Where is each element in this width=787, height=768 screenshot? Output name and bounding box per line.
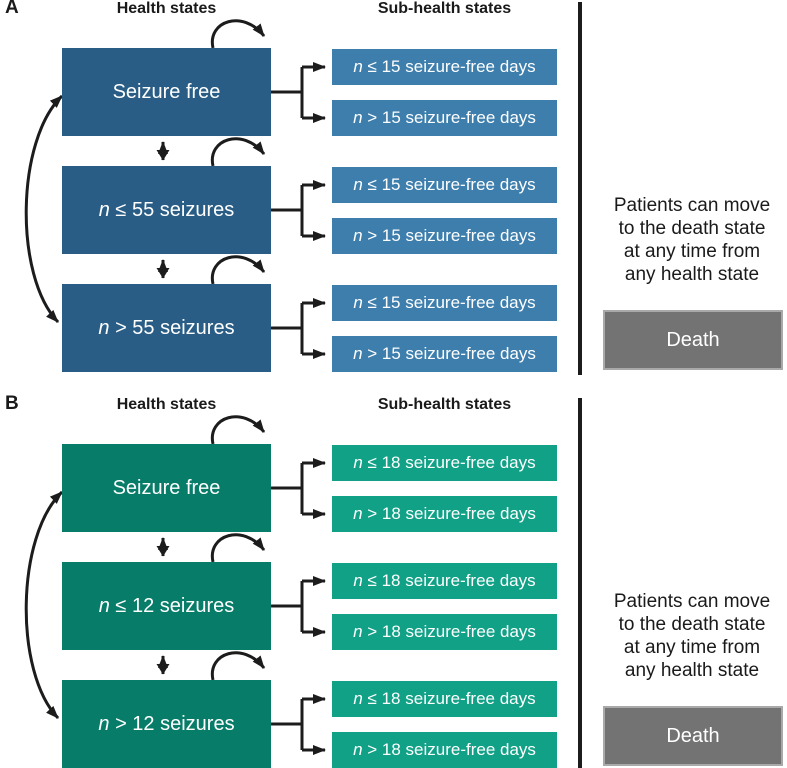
sub-health-state: n ≤ 15 seizure-free days bbox=[332, 285, 557, 321]
sub-state-label: > 18 seizure-free days bbox=[362, 622, 536, 641]
sub-state-label-italic: n bbox=[353, 57, 363, 76]
branch-connector bbox=[271, 67, 304, 118]
death-note-line: any health state bbox=[624, 660, 760, 681]
sub-state-label: > 15 seizure-free days bbox=[362, 344, 536, 363]
sub-state-label: > 18 seizure-free days bbox=[362, 504, 536, 523]
death-note-line: Patients can move bbox=[613, 591, 771, 612]
panel-a-label: A bbox=[5, 0, 19, 18]
health-state-gt-12-seizures: n > 12 seizures bbox=[62, 680, 271, 768]
death-note-line: at any time from bbox=[623, 241, 761, 262]
branch-connector bbox=[271, 303, 304, 354]
self-loop-arrow bbox=[210, 415, 266, 445]
branch-connector bbox=[271, 185, 304, 236]
state-label-italic: n bbox=[98, 594, 110, 617]
panel-b-label: B bbox=[5, 393, 19, 414]
section-divider-line bbox=[578, 2, 582, 375]
health-state-seizure-free: Seizure free bbox=[62, 48, 271, 136]
sub-state-label: ≤ 18 seizure-free days bbox=[362, 571, 536, 590]
self-loop-arrow bbox=[210, 651, 266, 681]
section-divider-line bbox=[578, 398, 582, 768]
state-label-italic: n bbox=[98, 316, 110, 339]
sub-state-label-italic: n bbox=[353, 571, 363, 590]
state-label-italic: n bbox=[98, 198, 110, 221]
state-label: > 12 seizures bbox=[109, 712, 235, 735]
sub-state-label-italic: n bbox=[353, 622, 363, 641]
sub-state-label-italic: n bbox=[353, 504, 363, 523]
sub-health-state: n > 15 seizure-free days bbox=[332, 100, 557, 136]
self-loop-arrow bbox=[210, 255, 266, 285]
death-state-box: Death bbox=[603, 310, 783, 370]
health-state-gt-55-seizures: n > 55 seizures bbox=[62, 284, 271, 372]
state-label-italic: n bbox=[98, 712, 110, 735]
branch-connector bbox=[271, 699, 304, 750]
state-label: Seizure free bbox=[112, 80, 221, 103]
sub-state-label-italic: n bbox=[353, 344, 363, 363]
death-note-line: to the death state bbox=[618, 614, 766, 635]
sub-state-label: > 15 seizure-free days bbox=[362, 226, 536, 245]
health-states-header: Health states bbox=[116, 0, 217, 17]
sub-health-states-header: Sub-health states bbox=[377, 396, 512, 413]
death-label: Death bbox=[666, 328, 720, 351]
death-note: Patients can move to the death state at … bbox=[586, 590, 787, 682]
sub-health-state: n ≤ 18 seizure-free days bbox=[332, 445, 557, 481]
sub-state-label: ≤ 15 seizure-free days bbox=[362, 175, 536, 194]
sub-state-label-italic: n bbox=[353, 293, 363, 312]
sub-health-state: n ≤ 18 seizure-free days bbox=[332, 681, 557, 717]
health-states-header: Health states bbox=[116, 396, 217, 413]
state-label: ≤ 55 seizures bbox=[109, 198, 235, 221]
sub-state-label: > 18 seizure-free days bbox=[362, 740, 536, 759]
sub-health-state: n ≤ 15 seizure-free days bbox=[332, 49, 557, 85]
sub-state-label: ≤ 15 seizure-free days bbox=[362, 57, 536, 76]
health-state-seizure-free: Seizure free bbox=[62, 444, 271, 532]
health-state-le-55-seizures: n ≤ 55 seizures bbox=[62, 166, 271, 254]
curved-bidirectional-arrow bbox=[24, 490, 64, 720]
branch-connector bbox=[271, 581, 304, 632]
curved-bidirectional-arrow bbox=[24, 94, 64, 324]
state-label: > 55 seizures bbox=[109, 316, 235, 339]
death-note-line: at any time from bbox=[623, 637, 761, 658]
death-note-line: Patients can move bbox=[613, 195, 771, 216]
sub-health-state: n > 18 seizure-free days bbox=[332, 496, 557, 532]
sub-state-label-italic: n bbox=[353, 108, 363, 127]
death-note: Patients can move to the death state at … bbox=[586, 194, 787, 286]
sub-state-label-italic: n bbox=[353, 453, 363, 472]
panel-b: B Health states Sub-health states bbox=[0, 393, 787, 768]
sub-state-label-italic: n bbox=[353, 175, 363, 194]
self-loop-arrow bbox=[210, 137, 266, 167]
sub-state-label-italic: n bbox=[353, 689, 363, 708]
sub-state-label: ≤ 18 seizure-free days bbox=[362, 453, 536, 472]
branch-connector bbox=[271, 463, 304, 514]
sub-health-states-header: Sub-health states bbox=[377, 0, 512, 17]
sub-health-state: n > 15 seizure-free days bbox=[332, 336, 557, 372]
death-note-line: any health state bbox=[624, 264, 760, 285]
death-label: Death bbox=[666, 724, 720, 747]
sub-state-label: ≤ 15 seizure-free days bbox=[362, 293, 536, 312]
health-state-le-12-seizures: n ≤ 12 seizures bbox=[62, 562, 271, 650]
state-label: Seizure free bbox=[112, 476, 221, 499]
sub-health-state: n ≤ 15 seizure-free days bbox=[332, 167, 557, 203]
sub-state-label: ≤ 18 seizure-free days bbox=[362, 689, 536, 708]
sub-health-state: n > 15 seizure-free days bbox=[332, 218, 557, 254]
panel-a: A Health states Sub-health states bbox=[0, 0, 787, 378]
state-label: ≤ 12 seizures bbox=[109, 594, 235, 617]
sub-state-label: > 15 seizure-free days bbox=[362, 108, 536, 127]
self-loop-arrow bbox=[210, 19, 266, 49]
death-note-line: to the death state bbox=[618, 218, 766, 239]
sub-health-state: n > 18 seizure-free days bbox=[332, 732, 557, 768]
sub-state-label-italic: n bbox=[353, 740, 363, 759]
sub-health-state: n > 18 seizure-free days bbox=[332, 614, 557, 650]
sub-health-state: n ≤ 18 seizure-free days bbox=[332, 563, 557, 599]
self-loop-arrow bbox=[210, 533, 266, 563]
death-state-box: Death bbox=[603, 706, 783, 766]
sub-state-label-italic: n bbox=[353, 226, 363, 245]
